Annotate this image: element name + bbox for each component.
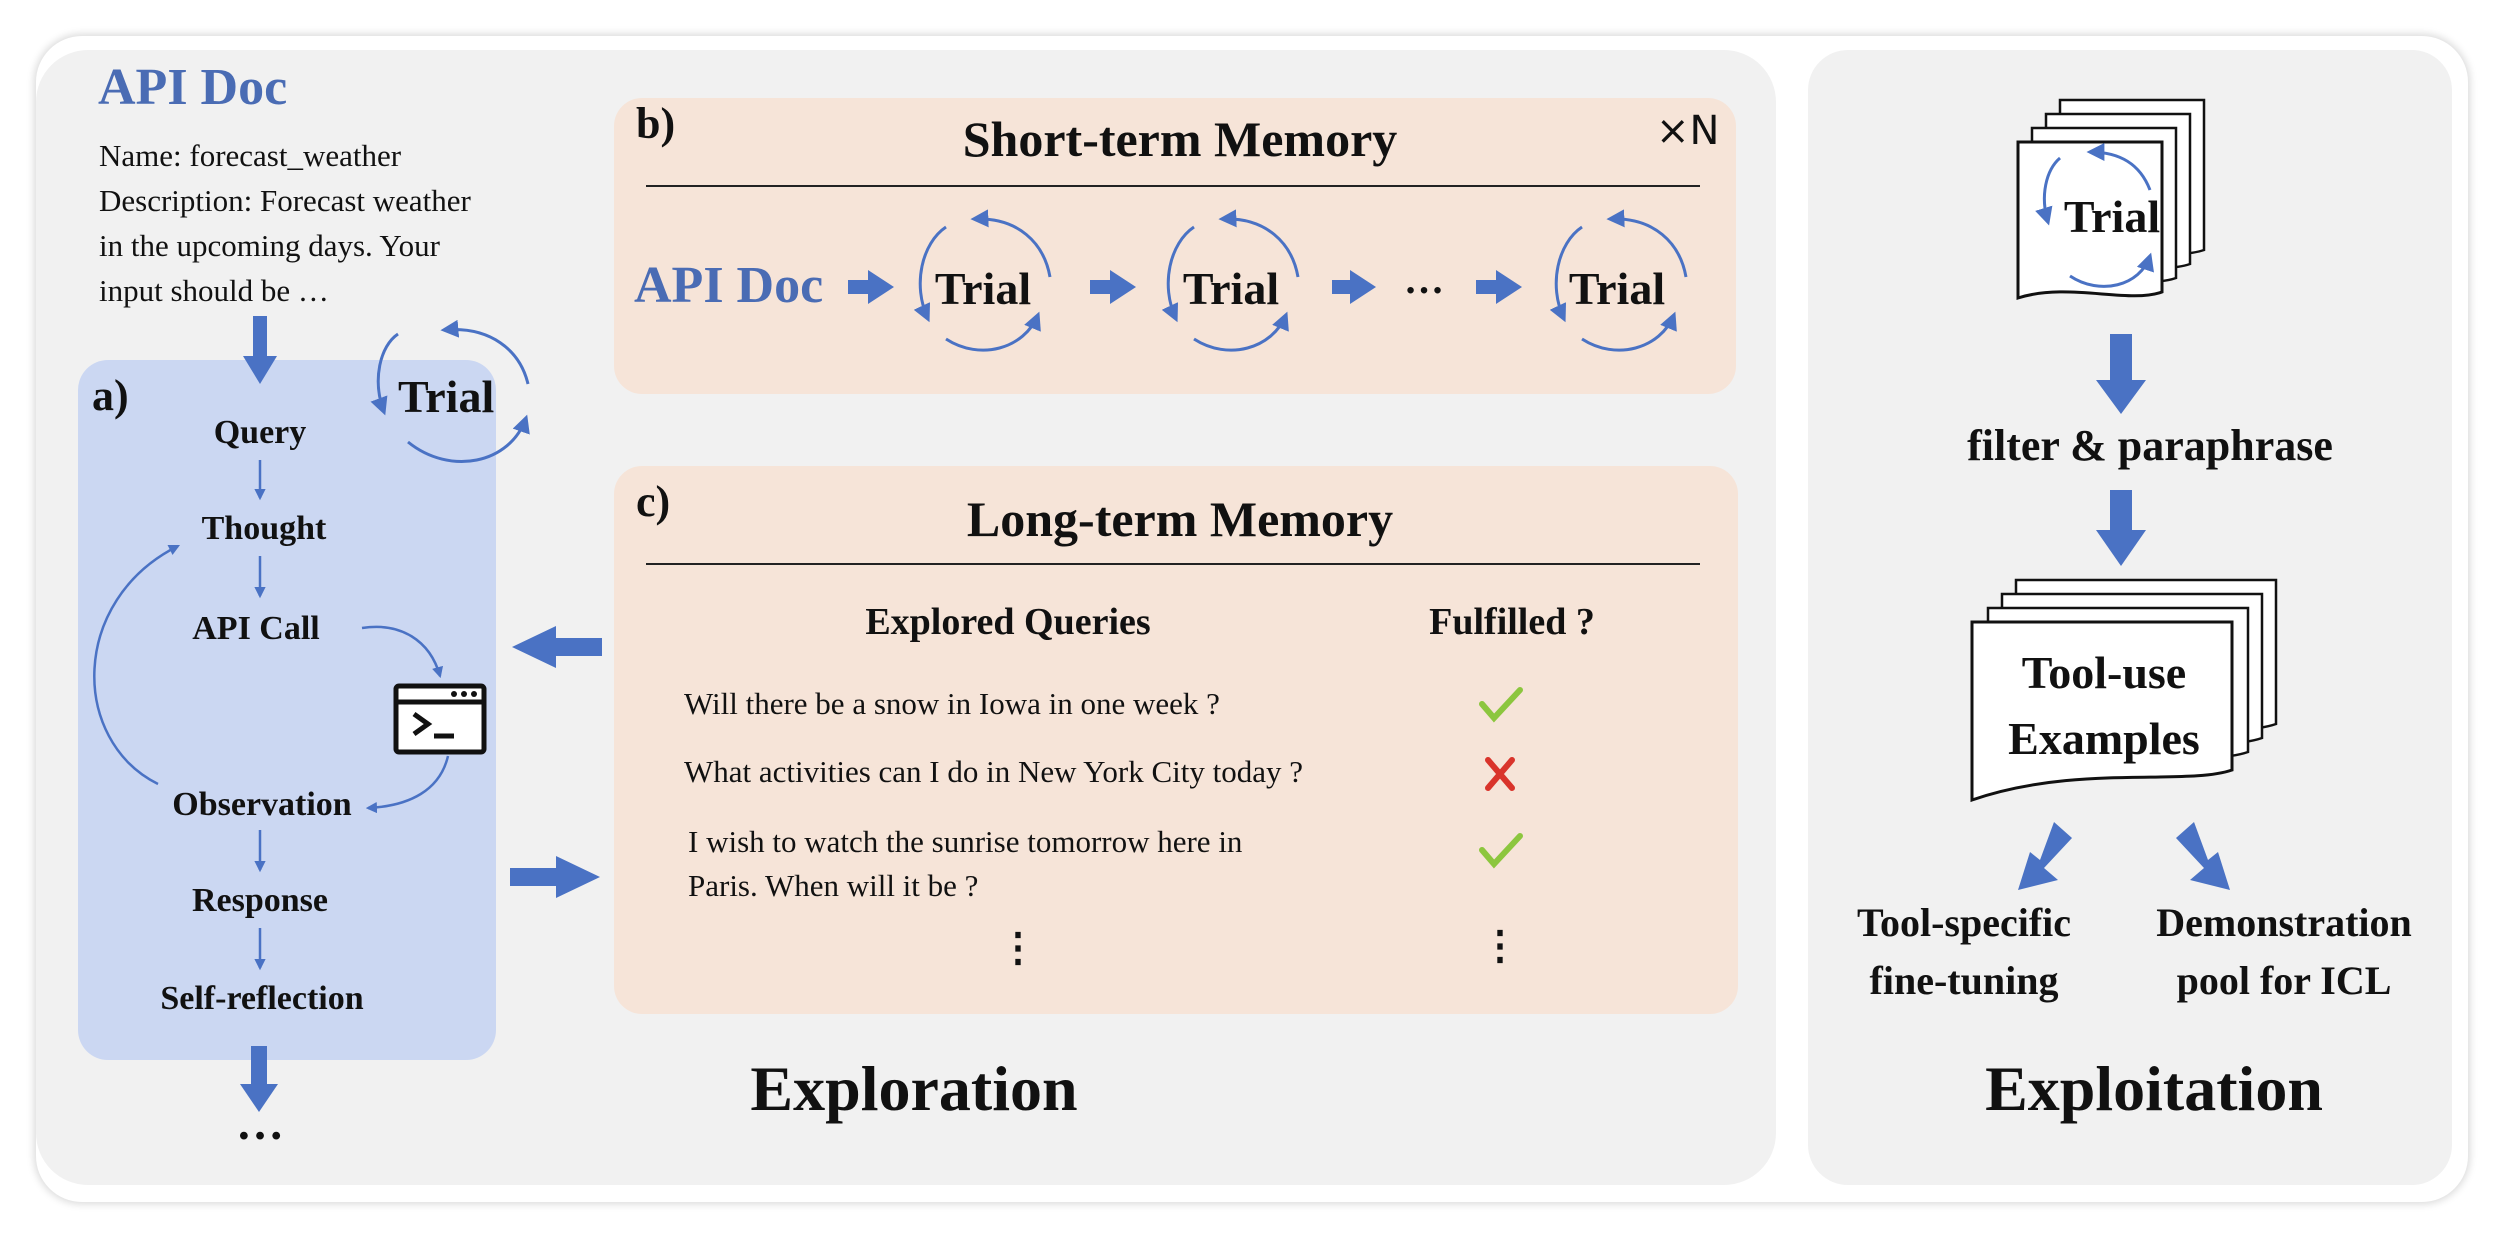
short-term-cycles (913, 209, 1688, 352)
tool-specific-fine-tuning-label: Tool-specific fine-tuning (1857, 894, 2071, 1010)
left-arrow-icon (512, 626, 602, 668)
query-row: Will there be a snow in Iowa in one week… (684, 686, 1220, 721)
api-doc-line: input should be … (99, 273, 329, 308)
api-call-arrow (361, 625, 444, 679)
demonstration-pool-label: Demonstration pool for ICL (2156, 894, 2412, 1010)
short-term-trial: Trial (1568, 263, 1666, 314)
right-arrow-icon (848, 270, 894, 304)
cross-icon (1485, 757, 1515, 791)
short-term-trial: Trial (934, 263, 1032, 314)
short-term-trial: Trial (1182, 263, 1280, 314)
explored-queries-header: Explored Queries (865, 601, 1151, 643)
down-arrow-icon (2096, 334, 2146, 414)
right-arrow-icon (1332, 270, 1376, 304)
examples-document-stack-icon (1970, 578, 2278, 803)
tool-use-examples-label: Tool-use Examples (2008, 640, 2200, 772)
query-row: What activities can I do in New York Cit… (684, 754, 1304, 789)
short-term-memory-box (614, 98, 1736, 394)
filter-paraphrase-label: filter & paraphrase (1967, 421, 2333, 470)
panel-a-ellipsis: … (236, 1097, 284, 1150)
examples-line: Examples (2008, 713, 2200, 764)
api-doc-title: API Doc (98, 59, 288, 116)
output-line: fine-tuning (1869, 958, 2059, 1003)
memory-arrows (510, 626, 602, 898)
api-doc-line: in the upcoming days. Your (99, 228, 440, 263)
api-doc-body: Name: forecast_weather Description: Fore… (99, 133, 471, 313)
output-line: Tool-specific (1856, 900, 2072, 945)
examples-line: Tool-use (2021, 647, 2187, 698)
panel-b-label: b) (636, 99, 676, 148)
step-observation: Observation (172, 786, 352, 823)
cycle-arrows-icon (1161, 209, 1300, 352)
fulfilled-vdots: ⋮ (1480, 923, 1520, 968)
queries-vdots: ⋮ (998, 925, 1038, 970)
trial-document-stack-icon (2016, 98, 2206, 301)
step-api-call: API Call (192, 610, 320, 647)
down-arrow-icon (2096, 490, 2146, 566)
cycle-arrows-icon (1549, 209, 1688, 352)
cycle-arrows-icon (370, 319, 530, 463)
api-doc-line: Name: forecast_weather (99, 138, 402, 173)
repeat-n-label: ×N (1656, 108, 1720, 154)
step-query: Query (213, 414, 307, 451)
fulfilled-marks (1479, 687, 1523, 869)
short-term-ellipsis: … (1404, 257, 1444, 302)
right-arrow-icon (1476, 270, 1522, 304)
exploitation-trial: Trial (2063, 191, 2161, 242)
diagonal-arrow-icon (2018, 822, 2072, 890)
panel-c-label: c) (636, 477, 671, 526)
cycle-arrows-icon (913, 209, 1052, 352)
long-term-memory-title: Long-term Memory (966, 491, 1394, 547)
exploitation-label: Exploitation (1985, 1053, 2323, 1124)
exploration-label: Exploration (750, 1053, 1078, 1124)
right-arrow-icon (1090, 270, 1136, 304)
down-arrow-icon (243, 316, 277, 384)
diagonal-arrow-icon (2176, 822, 2230, 890)
step-arrows (93, 460, 450, 971)
terminal-window-icon (393, 683, 487, 755)
step-response: Response (191, 882, 329, 919)
query-line: I wish to watch the sunrise tomorrow her… (688, 824, 1243, 859)
exploitation-arrows (2018, 334, 2230, 890)
observation-arrow (365, 755, 450, 814)
output-line: Demonstration (2156, 900, 2412, 945)
check-icon (1479, 687, 1523, 723)
query-line: Paris. When will it be ? (688, 868, 979, 903)
check-icon (1479, 833, 1523, 869)
short-term-memory-title: Short-term Memory (962, 111, 1398, 167)
fulfilled-header: Fulfilled ? (1429, 601, 1595, 643)
api-doc-line: Description: Forecast weather (99, 183, 471, 218)
step-thought: Thought (201, 510, 327, 547)
down-arrow-icon (240, 1046, 278, 1112)
output-line: pool for ICL (2176, 958, 2392, 1003)
panel-a-trial: Trial (398, 371, 495, 422)
step-self-reflection: Self-reflection (160, 980, 364, 1017)
short-term-arrows (848, 270, 1522, 304)
long-term-memory-box (614, 466, 1738, 1014)
loop-back-arrow (93, 544, 181, 786)
short-term-api-doc: API Doc (634, 257, 824, 314)
right-arrow-icon (510, 856, 600, 898)
panel-a-label: a) (92, 371, 129, 420)
cycle-arrows-icon (2035, 143, 2154, 288)
query-row: I wish to watch the sunrise tomorrow her… (688, 820, 1242, 908)
